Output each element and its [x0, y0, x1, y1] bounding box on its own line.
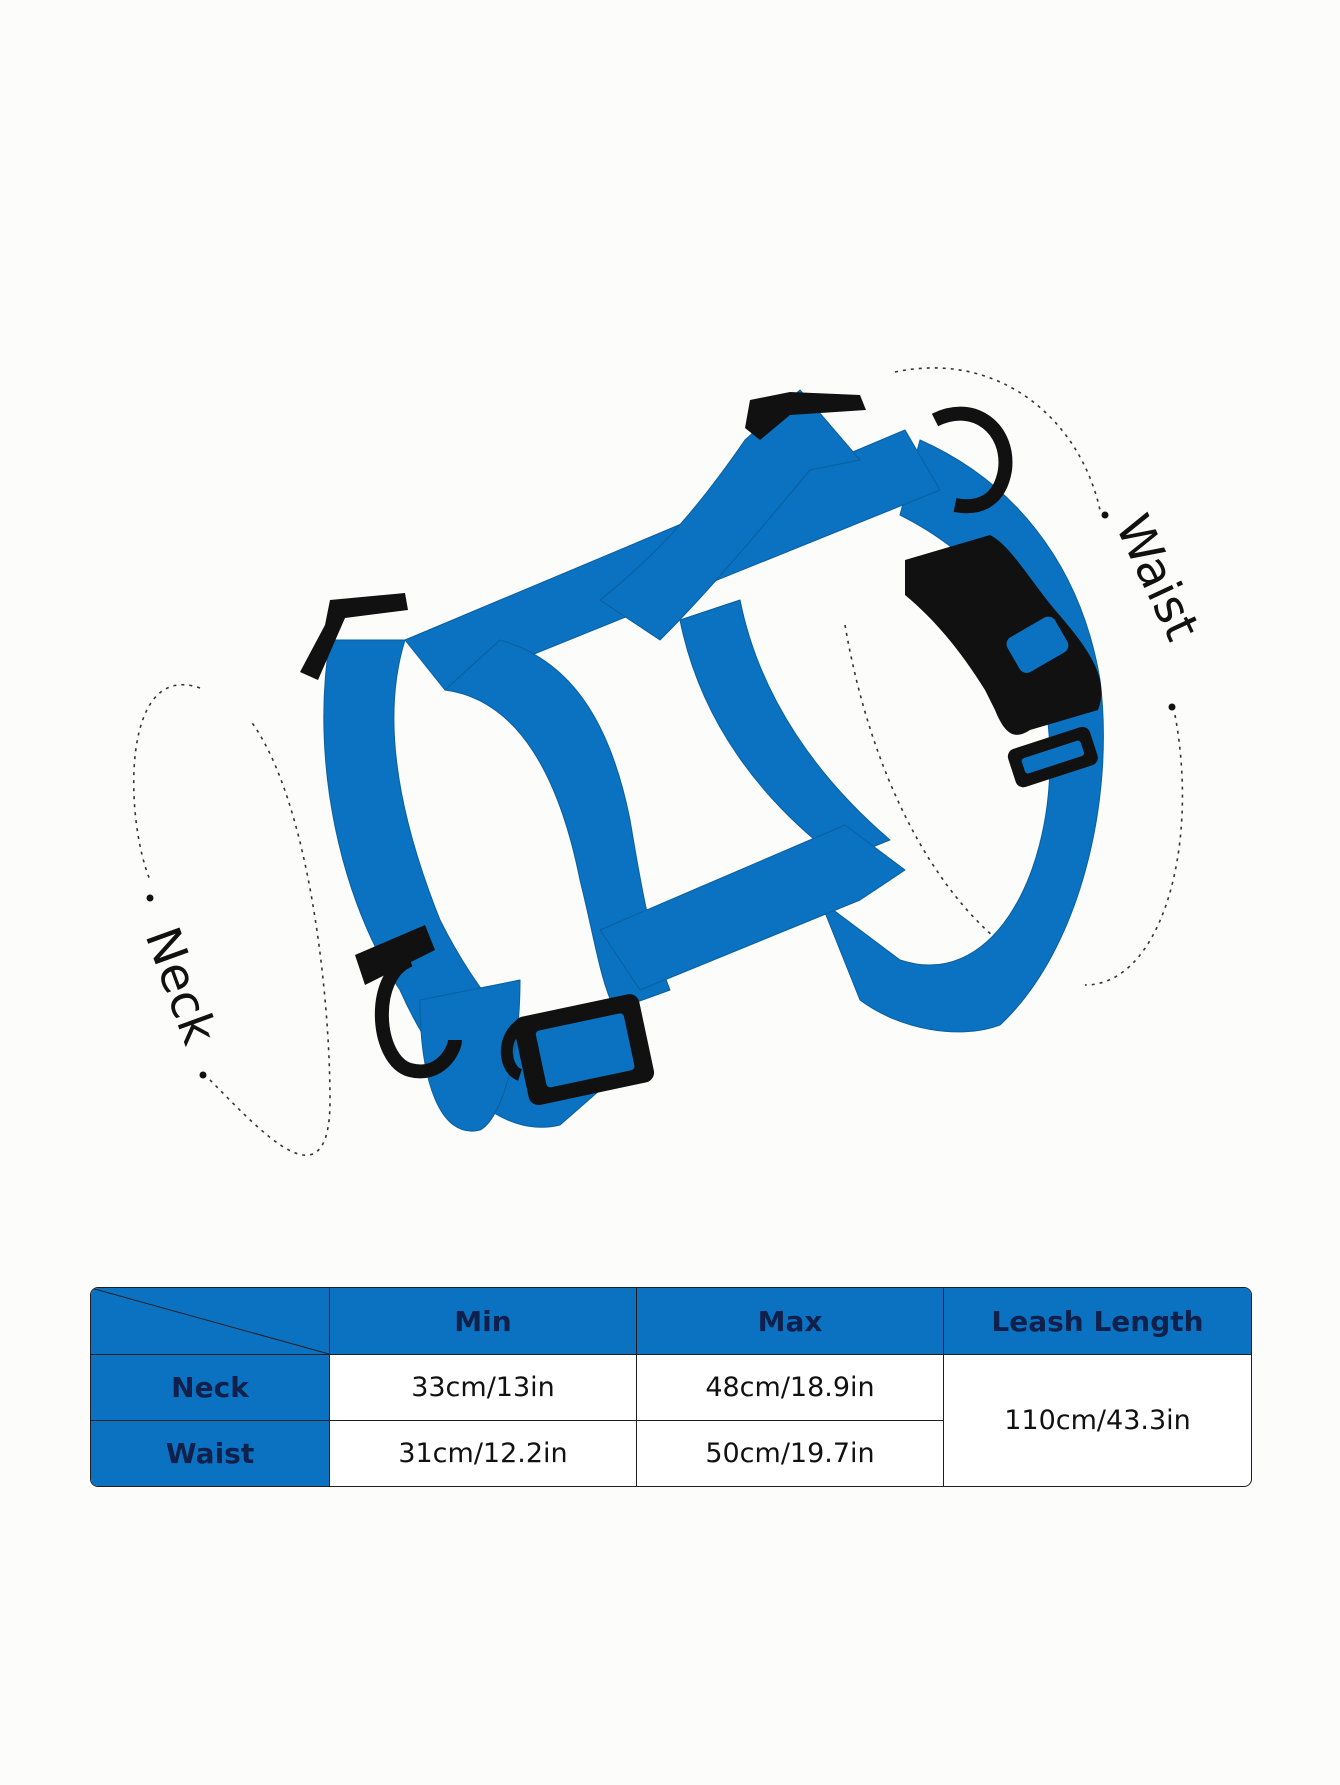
- neck-slider-icon: [355, 925, 435, 985]
- leash-length-cell: 110cm/43.3in: [943, 1354, 1251, 1486]
- table-corner: [91, 1288, 329, 1354]
- d-ring-back-icon: [931, 406, 1013, 514]
- row-header-neck: Neck: [91, 1354, 329, 1420]
- waist-guide-dot-bottom: [1168, 703, 1176, 711]
- harness-straps: [323, 389, 1104, 1132]
- waist-guide-arc: [844, 367, 1184, 986]
- neck-label: Neck: [134, 920, 228, 1052]
- column-header-min: Min: [329, 1288, 636, 1354]
- harness-hardware: [300, 392, 1102, 1106]
- neck-guide-dot-top: [146, 894, 154, 902]
- d-ring-front-icon: [374, 953, 462, 1079]
- neck-guide-arc: [132, 684, 331, 1156]
- waist-max-cell: 50cm/19.7in: [636, 1420, 943, 1486]
- waist-min-cell: 31cm/12.2in: [329, 1420, 636, 1486]
- column-header-max: Max: [636, 1288, 943, 1354]
- neck-guide-dot-bottom: [199, 1071, 207, 1079]
- buckle-slot-icon: [1006, 616, 1069, 673]
- waist-guide-dot-top: [1101, 511, 1109, 519]
- corner-diagonal: [91, 1288, 329, 1354]
- shoulder-slider-icon: [300, 593, 408, 680]
- waist-label: Waist: [1104, 506, 1210, 648]
- neck-min-cell: 33cm/13in: [329, 1354, 636, 1420]
- row-header-waist: Waist: [91, 1420, 329, 1486]
- waist-slider-icon: [1007, 726, 1098, 788]
- top-slider-icon: [745, 392, 866, 440]
- chest-slider-icon: [513, 994, 655, 1106]
- neck-max-cell: 48cm/18.9in: [636, 1354, 943, 1420]
- harness-illustration: Neck Waist: [132, 367, 1210, 1156]
- column-header-leash-length: Leash Length: [943, 1288, 1251, 1354]
- buckle-icon: [905, 535, 1102, 735]
- size-table: Min Max Leash Length Neck 33cm/13in 48cm…: [90, 1287, 1252, 1487]
